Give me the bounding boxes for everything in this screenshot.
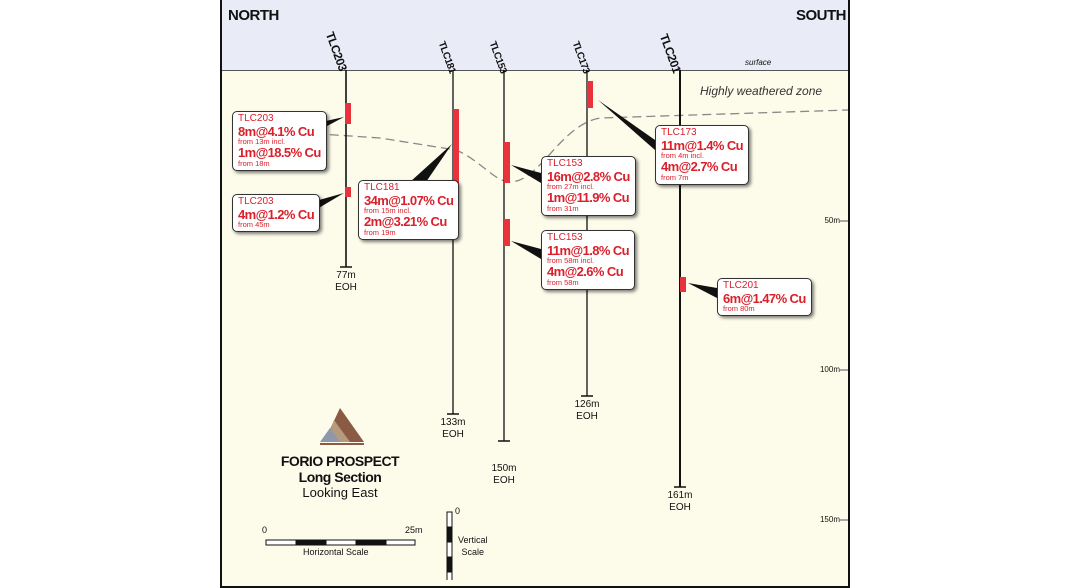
callouts-2-hole: TLC181 bbox=[364, 182, 400, 193]
callouts-6-main: 6m@1.47% Cu bbox=[723, 290, 806, 306]
callouts-4-main_from: from 58m incl. bbox=[547, 256, 595, 266]
holes-1-eoh: 133m bbox=[440, 417, 466, 428]
callouts-1-main_from: from 45m bbox=[238, 220, 270, 230]
depth-label-100: 100m bbox=[819, 365, 840, 374]
vertical-scale-bar bbox=[446, 511, 453, 580]
depth-label-50: 50m bbox=[824, 216, 840, 225]
holes-4-eoh_label: EOH bbox=[669, 502, 691, 513]
h-scale-start: 0 bbox=[262, 525, 268, 535]
callouts-0-hole: TLC203 bbox=[238, 113, 274, 124]
title-block: FORIO PROSPECT Long Section Looking East bbox=[240, 453, 440, 501]
callout-pointer bbox=[410, 144, 452, 182]
callouts-3-hole: TLC153 bbox=[547, 158, 583, 169]
v-scale-start: 0 bbox=[455, 506, 461, 516]
callouts-5-main: 11m@1.4% Cu bbox=[661, 137, 744, 153]
callouts-4-hole: TLC153 bbox=[547, 232, 583, 243]
intercept-bar bbox=[345, 103, 351, 124]
holes-0-eoh_label: EOH bbox=[335, 282, 357, 293]
callouts-4-main: 11m@1.8% Cu bbox=[547, 242, 630, 258]
callouts-3-main: 16m@2.8% Cu bbox=[547, 168, 630, 184]
weathered-zone-boundary bbox=[231, 109, 849, 183]
intercept-bar bbox=[504, 219, 510, 246]
north-label: NORTH bbox=[228, 7, 279, 24]
callouts-0-incl_from: from 18m bbox=[238, 158, 270, 168]
header-band bbox=[222, 0, 848, 71]
holes-2-eoh: 150m bbox=[491, 463, 517, 474]
callouts-2-main_from: from 15m incl. bbox=[364, 206, 412, 216]
callouts-2-main: 34m@1.07% Cu bbox=[364, 192, 454, 208]
surface-label: surface bbox=[745, 58, 772, 67]
callouts-0-main_from: from 13m incl. bbox=[238, 137, 286, 147]
callouts-2-incl_from: from 19m bbox=[364, 227, 396, 237]
callouts-4-incl: 4m@2.6% Cu bbox=[547, 264, 624, 280]
intercept-bar bbox=[504, 142, 510, 183]
redstone-logo bbox=[320, 408, 364, 445]
holes-2-eoh_label: EOH bbox=[493, 475, 515, 486]
callouts-2-incl: 2m@3.21% Cu bbox=[364, 214, 447, 230]
holes-3-eoh_label: EOH bbox=[576, 411, 598, 422]
callout-pointer bbox=[598, 100, 655, 150]
subtitle: Long Section bbox=[298, 469, 382, 485]
callouts-5-main_from: from 4m incl. bbox=[661, 151, 704, 161]
callouts-6-main_from: from 80m bbox=[723, 304, 755, 314]
scale-v_label1: Vertical bbox=[458, 535, 488, 545]
callouts-6-hole: TLC201 bbox=[723, 280, 759, 291]
callouts-3-main_from: from 27m incl. bbox=[547, 182, 595, 192]
h-scale-label: Horizontal Scale bbox=[303, 547, 369, 557]
depth-label-150: 150m bbox=[819, 515, 840, 524]
callouts-3-incl: 1m@11.9% Cu bbox=[547, 190, 630, 206]
callouts-3-incl_from: from 31m bbox=[547, 203, 579, 213]
intercept-bar bbox=[680, 277, 686, 292]
holes-1-eoh_label: EOH bbox=[442, 429, 464, 440]
holes-4-eoh: 161m bbox=[667, 490, 693, 501]
callouts-0-main: 8m@4.1% Cu bbox=[238, 123, 315, 139]
h-scale-end: 25m bbox=[405, 525, 423, 535]
callout-pointer bbox=[688, 283, 717, 298]
horizontal-scale-bar bbox=[265, 539, 416, 546]
scale-v_label2: Scale bbox=[461, 547, 485, 557]
callout-pointer bbox=[511, 165, 541, 183]
intercept-bar bbox=[587, 81, 593, 108]
title: FORIO PROSPECT bbox=[280, 453, 400, 469]
holes-0-eoh: 77m bbox=[336, 270, 356, 281]
intercept-bar bbox=[345, 187, 351, 197]
holes-3-eoh: 126m bbox=[574, 399, 600, 410]
callouts-5-incl: 4m@2.7% Cu bbox=[661, 159, 738, 175]
callouts-5-incl_from: from 7m bbox=[661, 172, 689, 182]
weathered-zone-label: Highly weathered zone bbox=[700, 84, 823, 98]
intercept-bar bbox=[453, 109, 459, 198]
callouts-1-hole: TLC203 bbox=[238, 196, 274, 207]
callouts-0-incl: 1m@18.5% Cu bbox=[238, 145, 321, 161]
callouts-5-hole: TLC173 bbox=[661, 127, 697, 138]
callout-pointer bbox=[511, 241, 541, 259]
view-direction: Looking East bbox=[302, 485, 378, 500]
callouts-1-main: 4m@1.2% Cu bbox=[238, 206, 315, 222]
callouts-4-incl_from: from 58m bbox=[547, 277, 579, 287]
south-label: SOUTH bbox=[796, 7, 847, 24]
